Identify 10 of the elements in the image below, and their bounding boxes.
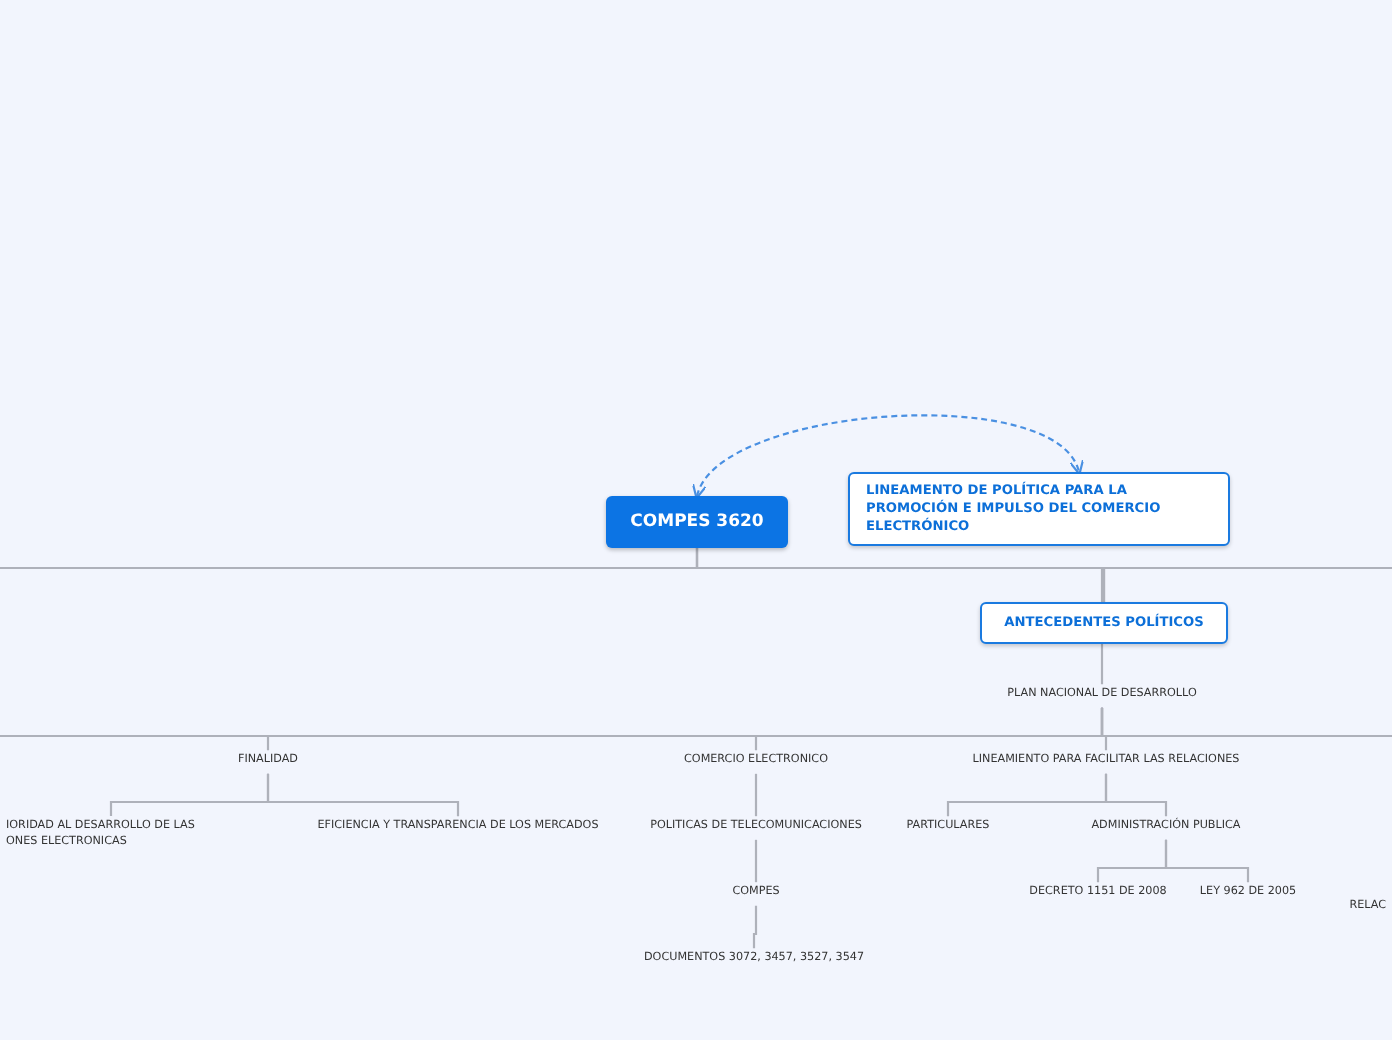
dashed-arrow	[694, 414, 1082, 500]
connector-line	[754, 839, 758, 883]
connector-line	[1164, 839, 1250, 883]
connector-line	[1100, 707, 1392, 738]
connector-line	[695, 548, 1392, 570]
central-topic-box: COMPES 3620	[606, 496, 788, 548]
connector-line	[754, 773, 758, 817]
connector-line	[266, 773, 460, 817]
connector-line	[1104, 773, 1168, 817]
connector-line	[752, 905, 758, 949]
